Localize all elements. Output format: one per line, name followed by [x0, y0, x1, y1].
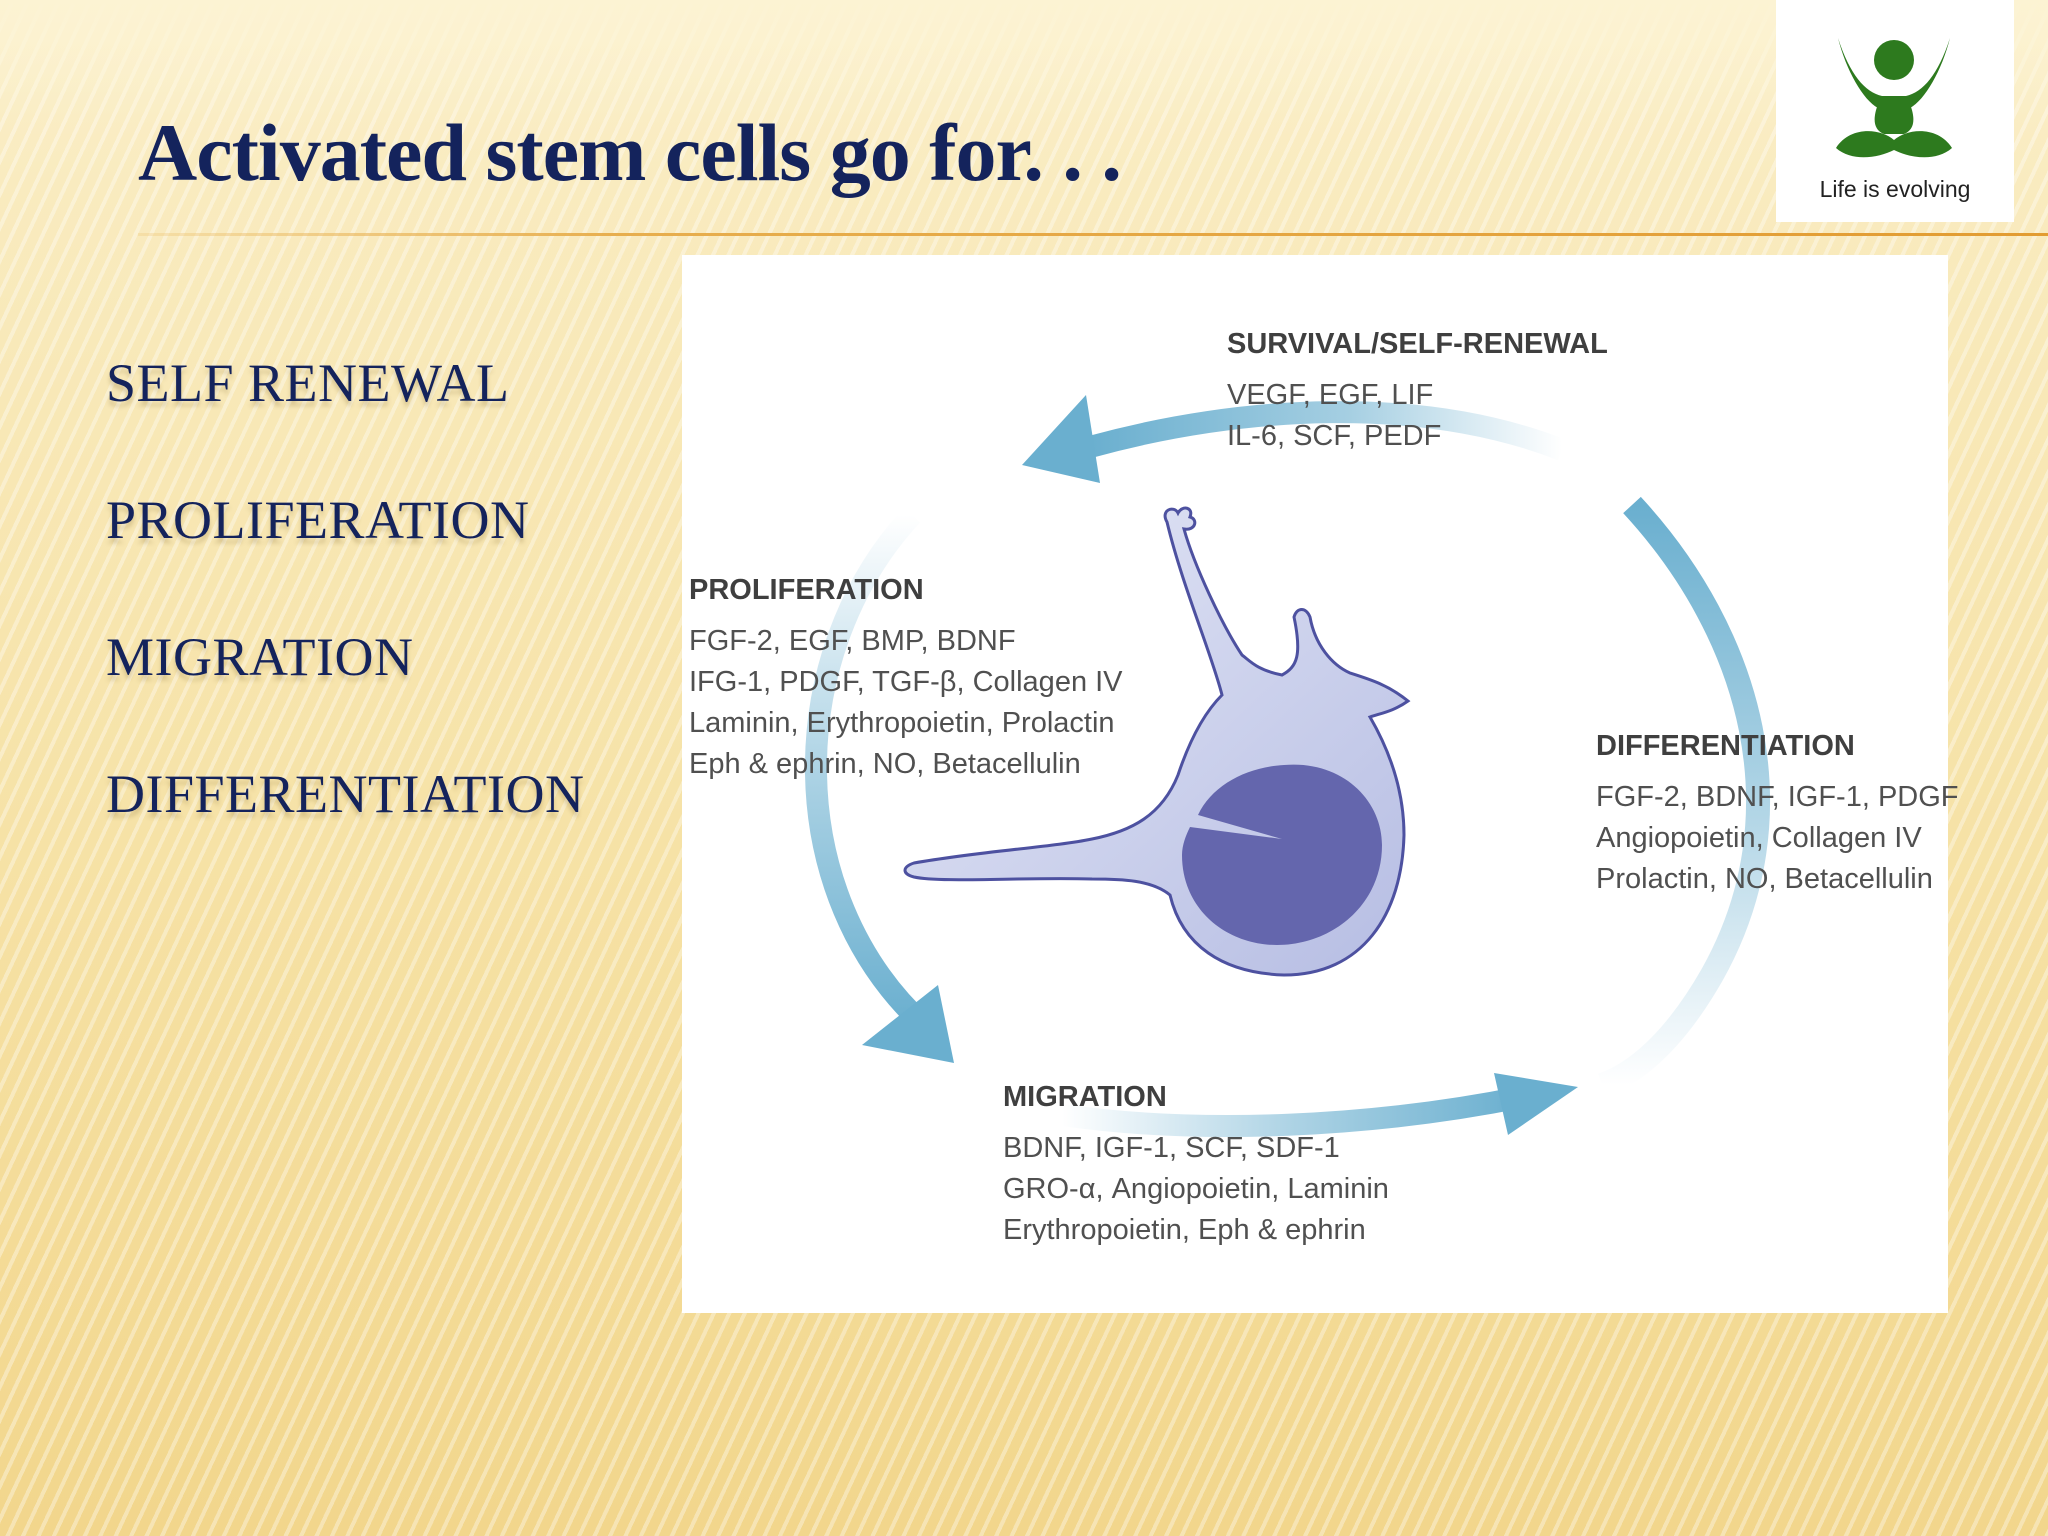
arrow-proliferation [804, 507, 932, 1034]
survival-line-1: VEGF, EGF, LIF [1227, 379, 1434, 411]
survival-heading: SURVIVAL/SELF-RENEWAL [1227, 328, 1608, 360]
meditating-figure-icon [1836, 38, 1952, 158]
proliferation-line-3: Laminin, Erythropoietin, Prolactin [689, 707, 1115, 739]
stem-cell-icon [903, 506, 1411, 977]
arrow-survival [1087, 401, 1567, 461]
arrow-differentiation [1597, 496, 1770, 1097]
proliferation-heading: PROLIFERATION [689, 574, 924, 606]
differentiation-line-1: FGF-2, BDNF, IGF-1, PDGF [1596, 781, 1959, 813]
proliferation-line-2: IFG-1, PDGF, TGF-β, Collagen IV [689, 666, 1123, 698]
proliferation-block: PROLIFERATION FGF-2, EGF, BMP, BDNF IFG-… [689, 573, 1123, 785]
migration-line-2: GRO-α, Angiopoietin, Laminin [1003, 1173, 1389, 1205]
topic-proliferation: PROLIFERATION [106, 490, 530, 550]
logo-tagline: Life is evolving [1819, 176, 1971, 202]
arrow-migration [1060, 1086, 1525, 1137]
proliferation-line-1: FGF-2, EGF, BMP, BDNF [689, 625, 1016, 657]
topic-migration: MIGRATION [106, 627, 414, 687]
differentiation-block: DIFFERENTIATION FGF-2, BDNF, IGF-1, PDGF… [1596, 729, 1959, 900]
arrow-head-survival [1022, 395, 1100, 483]
migration-line-3: Erythropoietin, Eph & ephrin [1003, 1214, 1366, 1246]
topic-list: SELF RENEWAL PROLIFERATION MIGRATION DIF… [106, 348, 584, 896]
topic-self-renewal: SELF RENEWAL [106, 353, 510, 413]
differentiation-line-2: Angiopoietin, Collagen IV [1596, 822, 1922, 854]
migration-heading: MIGRATION [1003, 1081, 1167, 1113]
differentiation-heading: DIFFERENTIATION [1596, 730, 1855, 762]
proliferation-line-4: Eph & ephrin, NO, Betacellulin [689, 748, 1081, 780]
slide-title: Activated stem cells go for. . . [138, 107, 1122, 198]
migration-line-1: BDNF, IGF-1, SCF, SDF-1 [1003, 1132, 1340, 1164]
differentiation-line-3: Prolactin, NO, Betacellulin [1596, 863, 1933, 895]
arrow-head-proliferation [862, 985, 954, 1063]
slide-header-band [0, 0, 2048, 120]
migration-block: MIGRATION BDNF, IGF-1, SCF, SDF-1 GRO-α,… [1003, 1080, 1389, 1251]
logo: Life is evolving [1776, 0, 2014, 222]
topic-differentiation: DIFFERENTIATION [106, 764, 585, 824]
arrow-head-migration [1494, 1073, 1578, 1135]
stem-cell-cycle-diagram: SURVIVAL/SELF-RENEWAL VEGF, EGF, LIF IL-… [682, 255, 1959, 1313]
survival-line-2: IL-6, SCF, PEDF [1227, 420, 1442, 452]
cycle-arrows [804, 395, 1770, 1137]
title-underline [138, 233, 2048, 236]
survival-block: SURVIVAL/SELF-RENEWAL VEGF, EGF, LIF IL-… [1227, 327, 1608, 457]
